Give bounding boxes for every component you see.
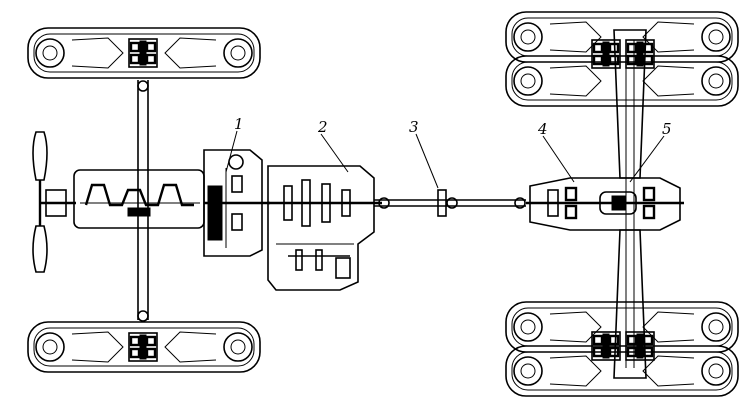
callouts: 1 2 3 4 5 [225,115,672,189]
callout-leader-2 [320,133,349,173]
callout-leader-1 [225,130,238,173]
callout-label-4: 4 [537,120,548,138]
clutch-housing [203,149,270,257]
callout-leader-3 [415,133,439,189]
callout-leader-5 [629,135,665,183]
front-axle-assembly [27,27,261,373]
callout-label-5: 5 [662,120,672,138]
propeller-shaft [374,189,526,217]
front-shaft [32,131,76,273]
callout-label-2: 2 [317,118,328,136]
callout-label-1: 1 [234,115,244,133]
engine [73,169,205,229]
gearbox [267,165,382,291]
callout-leader-4 [542,135,575,183]
callout-label-3: 3 [409,118,419,136]
final-drive [526,177,684,231]
